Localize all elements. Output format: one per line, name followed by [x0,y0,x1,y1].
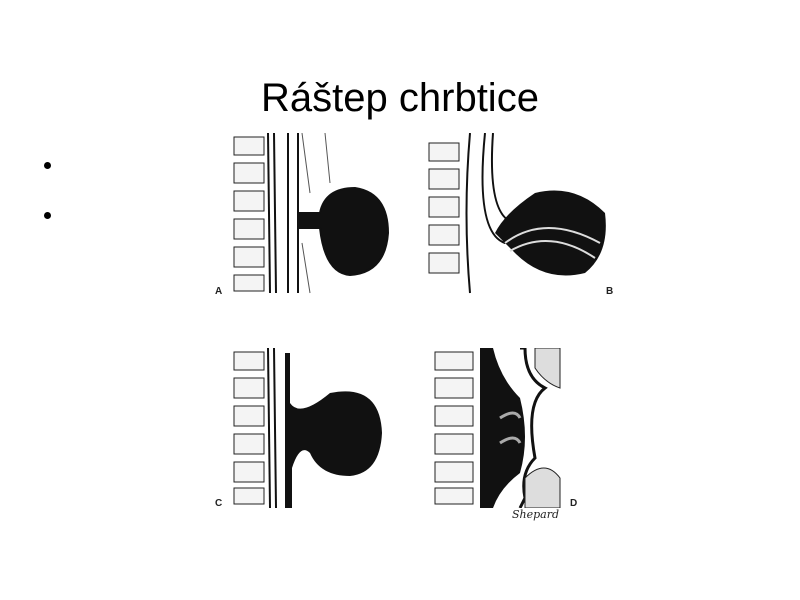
bullet-icon [44,162,51,169]
panel-label-c: C [215,498,223,509]
bullet-item [44,198,51,226]
panel-label-d: D [570,498,578,509]
bullet-icon [44,212,51,219]
panel-label-b: B [606,286,614,297]
slide-title: Ráštep chrbtice [261,76,539,120]
illustration-panel-c [233,348,382,508]
illustration-panel-d [434,348,561,508]
illustrator-signature: Shepard [512,508,560,521]
bullet-item [44,148,51,176]
illustration-panel-a [233,133,390,294]
panel-label-a: A [215,286,223,297]
illustration-panel-b [428,133,606,294]
